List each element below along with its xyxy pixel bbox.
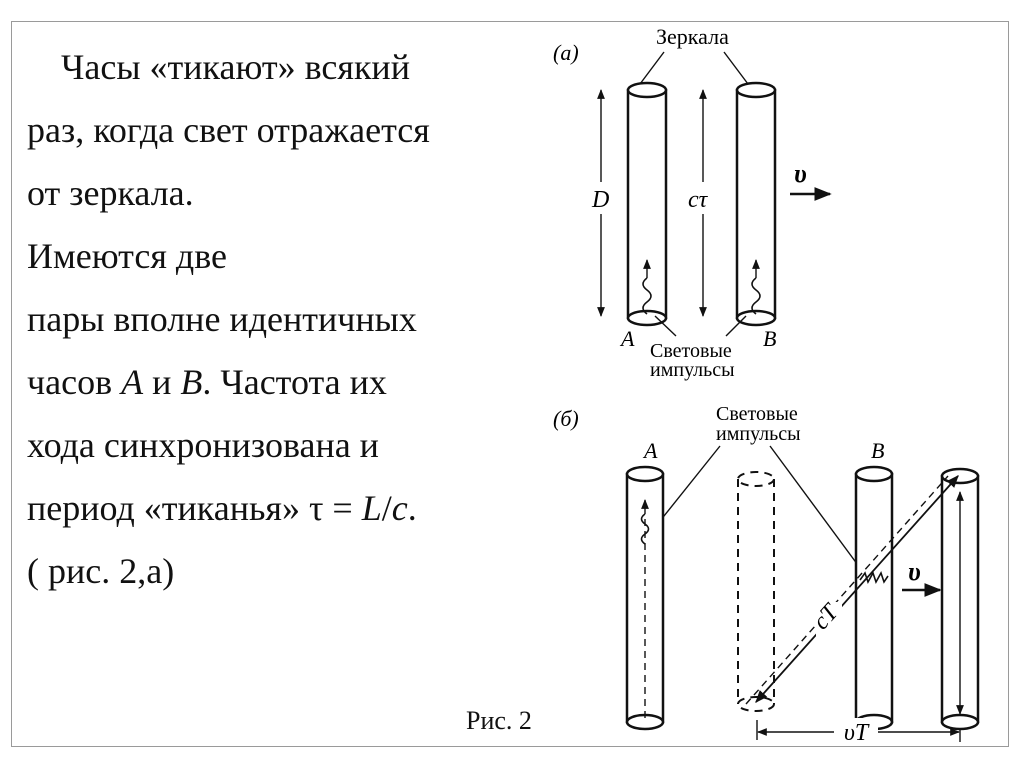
- mirror-bottom-b: [735, 309, 777, 327]
- mirror-pointer-b: [723, 51, 749, 85]
- light-pulse-b: [751, 277, 761, 315]
- text-and: и: [143, 362, 181, 402]
- light-pulse-diagonal: [859, 571, 889, 584]
- label-a-panel-b: A: [642, 438, 658, 463]
- text-line-6a: часов: [27, 362, 122, 402]
- label-b-panel-a: B: [763, 326, 776, 351]
- figure-caption: Рис. 2: [466, 706, 532, 735]
- text-line-3: от зеркала.: [27, 173, 194, 213]
- velocity-label-a: υ: [794, 159, 807, 188]
- mirror-pointer-a: [639, 51, 665, 85]
- pulses-label-b-line2: импульсы: [716, 423, 801, 445]
- clock-a-label: A: [121, 362, 144, 402]
- formula-dot: .: [407, 488, 417, 528]
- pulses-label-a-line2: импульсы: [650, 359, 735, 381]
- vt-label: υT: [844, 720, 870, 746]
- mirrors-label: Зеркала: [656, 24, 729, 49]
- formula-slash: /: [381, 488, 392, 528]
- panel-a-label: (а): [553, 40, 579, 65]
- clock-b-tube: [735, 81, 777, 327]
- label-a-panel-a: A: [619, 326, 635, 351]
- pulses-pointer-d: [769, 445, 867, 577]
- clock-b-label: B: [180, 362, 203, 402]
- pulses-pointer-b: [725, 315, 747, 337]
- text-line-6b: . Частота их: [202, 362, 387, 402]
- clock-ghost-tube: [737, 471, 775, 712]
- text-line-7: хода синхронизована и: [27, 425, 379, 465]
- clock-b-moving-tube: [854, 465, 894, 731]
- d-label: D: [591, 187, 609, 213]
- light-pulse-a-moving: [640, 513, 650, 545]
- pulses-pointer-a: [654, 315, 677, 337]
- formula-c: c: [391, 488, 408, 528]
- pulses-label-b-line1: Световые: [716, 403, 798, 425]
- text-line-8: период «тиканья» τ = L/c.: [27, 477, 547, 540]
- ct-diagonal-arrow: [755, 475, 959, 703]
- text-line-4: Имеются две: [27, 236, 227, 276]
- text-line-6: часов A и B. Частота их: [27, 351, 547, 414]
- ctau-label: cτ: [688, 187, 709, 213]
- text-line-9: ( рис. 2,а): [27, 551, 175, 591]
- mirror-top-b: [735, 81, 777, 99]
- panel-b: (б) Световые импульсы A B: [553, 403, 980, 746]
- panel-b-label: (б): [553, 406, 579, 431]
- slide-frame: [11, 21, 1009, 747]
- panel-a: (а) Зеркала D cτ υ: [553, 24, 832, 381]
- light-clock-diagram: (а) Зеркала D cτ υ: [553, 24, 980, 746]
- pulses-label-a-line1: Световые: [650, 340, 732, 362]
- clock-right-tube: [940, 467, 980, 731]
- mirror-top-a: [626, 81, 668, 99]
- text-line-5: пары вполне идентичных: [27, 299, 417, 339]
- text-line-8a: период «тиканья» τ =: [27, 488, 362, 528]
- mirror-bottom-a: [626, 309, 668, 327]
- clock-a-moving-tube: [625, 465, 665, 731]
- text-line-2: раз, когда свет отражается: [27, 110, 430, 150]
- pulses-pointer-c: [655, 445, 721, 527]
- text-line-1: Часы «тикают» всякий: [61, 47, 410, 87]
- velocity-label-b: υ: [908, 557, 921, 586]
- label-b-panel-b: B: [871, 438, 884, 463]
- formula-l: L: [361, 488, 382, 528]
- light-pulse-a: [642, 277, 652, 315]
- description-text: Часы «тикают» всякий раз, когда свет отр…: [27, 36, 547, 603]
- clock-a-tube: [626, 81, 668, 327]
